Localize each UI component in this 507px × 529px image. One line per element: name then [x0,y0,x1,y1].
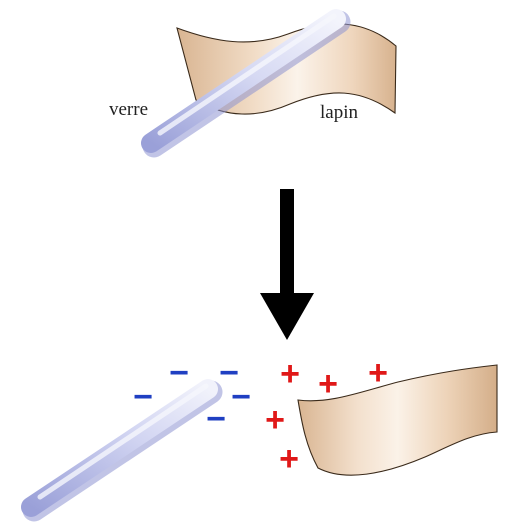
negative-charge: − [169,354,189,392]
positive-charge: + [265,401,285,439]
positive-charge: + [368,354,388,392]
positive-charge: + [318,365,338,403]
negative-charge: − [231,378,251,416]
negative-charge: − [133,378,153,416]
arrow-head [260,293,314,340]
glass-rod-bottom-highlight [40,386,206,497]
glass-rod-bottom [31,389,208,507]
arrow-shaft [280,189,294,295]
top-scene: verre lapin [109,16,396,146]
label-glass: verre [109,99,148,120]
negative-charge: − [206,400,226,438]
label-fur: lapin [320,102,358,123]
down-arrow [260,189,314,340]
bottom-scene: − − − − − + + + + + [31,354,497,510]
positive-charge: + [280,355,300,393]
positive-charge: + [279,440,299,478]
